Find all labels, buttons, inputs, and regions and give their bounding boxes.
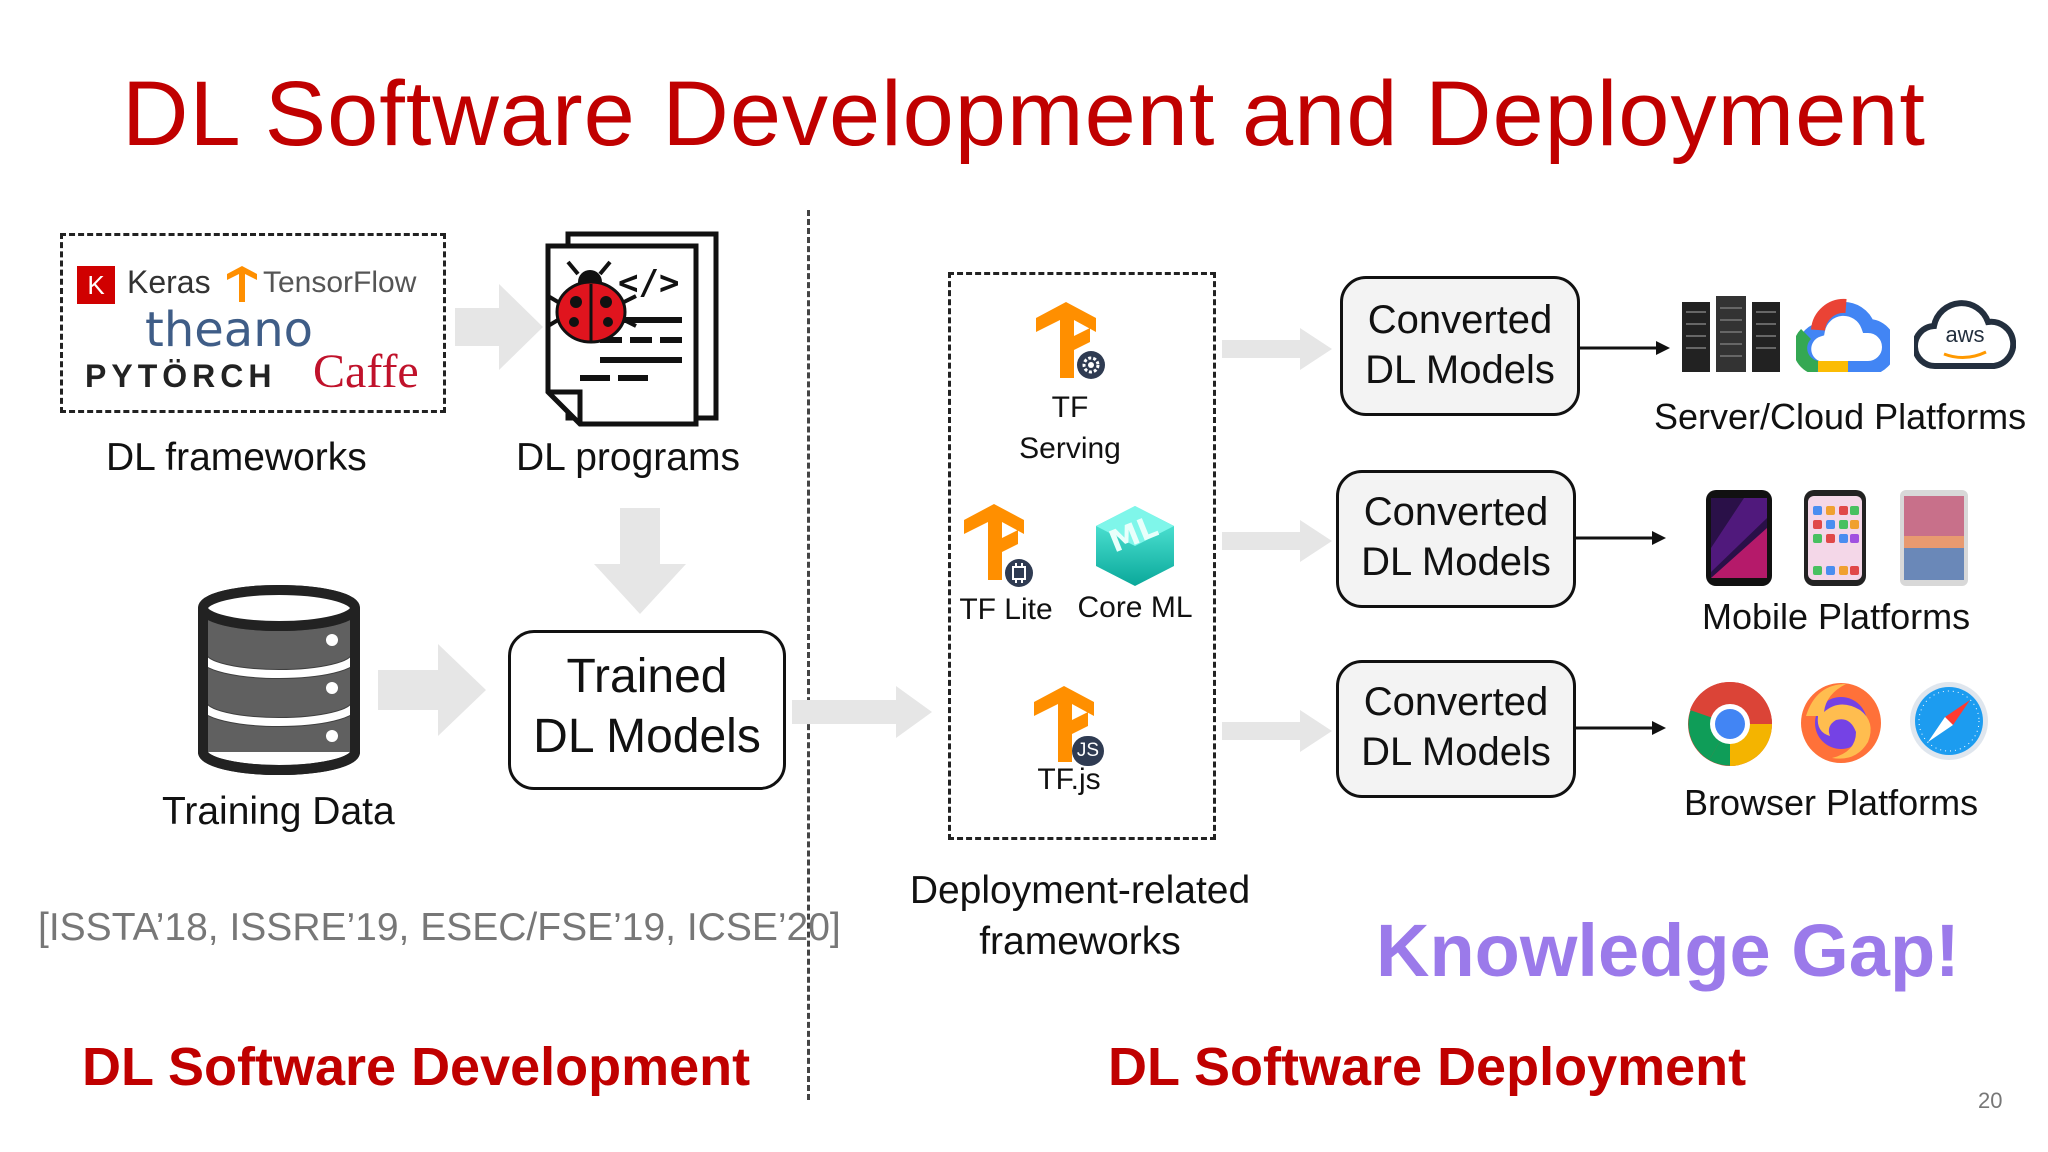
converted-models-box-server: Converted DL Models <box>1340 276 1580 416</box>
arrow-to-browser-platforms <box>1576 721 1666 735</box>
slide-title: DL Software Development and Deployment <box>122 63 1926 165</box>
arrow-frameworks-to-programs <box>455 284 543 370</box>
converted-models-line2: DL Models <box>1365 348 1555 392</box>
aws-icon: aws <box>1914 296 2016 372</box>
converted-models-line1: Converted <box>1367 298 1553 342</box>
theano-wordmark: theano <box>145 302 313 358</box>
arrow-trained-to-deployment <box>792 686 932 738</box>
gear-icon <box>1077 351 1105 379</box>
core-ml-logo-icon: ML <box>1096 506 1174 586</box>
google-cloud-icon <box>1796 298 1890 372</box>
dl-programs-label: DL programs <box>516 436 740 479</box>
tf-serving-line1: TF <box>1051 391 1089 424</box>
deployment-frameworks-label: Deployment-related frameworks <box>880 866 1280 967</box>
knowledge-gap-label: Knowledge Gap! <box>1376 909 1960 992</box>
database-icon <box>198 585 360 775</box>
arrow-to-mobile-platforms <box>1576 531 1666 545</box>
android-phone-icon <box>1706 490 1772 586</box>
svg-text:</>: </> <box>618 263 679 303</box>
tf-serving-label: TF Serving <box>1000 388 1140 469</box>
dl-frameworks-label: DL frameworks <box>106 436 367 479</box>
keras-logo: K <box>77 266 115 304</box>
keras-badge-text: K <box>87 270 105 300</box>
js-badge-text: JS <box>1076 740 1100 761</box>
converted-models-line2: DL Models <box>1361 540 1551 584</box>
chrome-icon <box>1688 681 1772 766</box>
converted-models-line1: Converted <box>1363 490 1549 534</box>
arrow-to-server-platforms <box>1580 341 1670 355</box>
tablet-icon <box>1900 490 1968 586</box>
tf-serving-logo-icon <box>1036 302 1096 378</box>
deployment-frameworks-box <box>948 272 1216 840</box>
safari-icon <box>1910 682 1988 760</box>
bug-icon <box>548 260 637 344</box>
converted-models-box-mobile: Converted DL Models <box>1336 470 1576 608</box>
caffe-wordmark: Caffe <box>313 345 419 398</box>
arrow-to-converted-browser <box>1222 710 1332 752</box>
browser-platforms-label: Browser Platforms <box>1684 782 1979 823</box>
mobile-platforms-label: Mobile Platforms <box>1702 596 1971 637</box>
server-rack-icon <box>1682 296 1780 372</box>
trained-models-line1: Trained <box>566 650 728 703</box>
firefox-icon <box>1801 683 1881 763</box>
iphone-icon <box>1804 490 1866 586</box>
js-badge: JS <box>1072 736 1104 766</box>
tf-serving-line2: Serving <box>1019 431 1121 465</box>
keras-wordmark: Keras <box>127 264 211 300</box>
section-divider <box>807 210 810 1100</box>
section-title-development: DL Software Development <box>82 1037 751 1097</box>
dl-frameworks-logo-box: K Keras TensorFlow theano PYTÖRCH Caffe <box>60 233 446 413</box>
deployment-frameworks-line2: frameworks <box>979 919 1181 963</box>
arrow-data-to-trained-models <box>378 644 486 736</box>
trained-models-line2: DL Models <box>533 710 761 763</box>
converted-models-box-browser: Converted DL Models <box>1336 660 1576 798</box>
converted-models-line1: Converted <box>1363 680 1549 724</box>
tf-lite-label: TF Lite <box>959 593 1053 626</box>
server-cloud-platforms-label: Server/Cloud Platforms <box>1654 396 2027 437</box>
aws-text: aws <box>1945 322 1985 347</box>
deployment-frameworks-line1: Deployment-related <box>909 869 1251 912</box>
arrow-to-converted-server <box>1222 328 1332 370</box>
arrow-programs-to-trained-models <box>594 508 686 614</box>
arrow-to-converted-mobile <box>1222 520 1332 562</box>
page-number: 20 <box>1978 1088 2003 1113</box>
tf-lite-logo-icon <box>964 504 1024 580</box>
tensorflow-wordmark: TensorFlow <box>263 266 417 299</box>
tensorflow-small-icon <box>227 266 257 302</box>
tf-js-label: TF.js <box>1037 763 1101 796</box>
chip-icon <box>1005 559 1033 587</box>
training-data-label: Training Data <box>162 790 395 833</box>
core-ml-label: Core ML <box>1077 591 1193 624</box>
citation-text: [ISSTA’18, ISSRE’19, ESEC/FSE’19, ICSE’2… <box>38 906 841 949</box>
section-title-deployment: DL Software Deployment <box>1108 1037 1747 1097</box>
tf-js-logo-icon <box>1034 686 1094 762</box>
pytorch-wordmark: PYTÖRCH <box>85 358 277 394</box>
trained-dl-models-box: Trained DL Models <box>508 630 786 790</box>
converted-models-line2: DL Models <box>1361 730 1551 774</box>
